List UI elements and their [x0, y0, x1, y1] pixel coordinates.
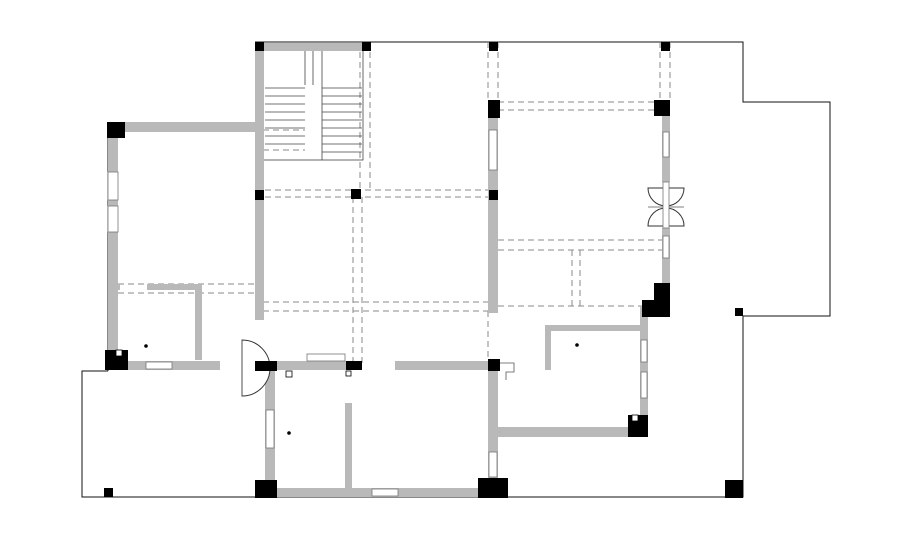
structural-columns: [104, 42, 743, 498]
exterior-outline: [81, 41, 831, 498]
dashed-beam-lines: [118, 42, 671, 365]
staircase: [262, 49, 364, 161]
windows: [107, 129, 670, 497]
floor-drains: [115, 284, 639, 435]
walls: [108, 43, 670, 497]
